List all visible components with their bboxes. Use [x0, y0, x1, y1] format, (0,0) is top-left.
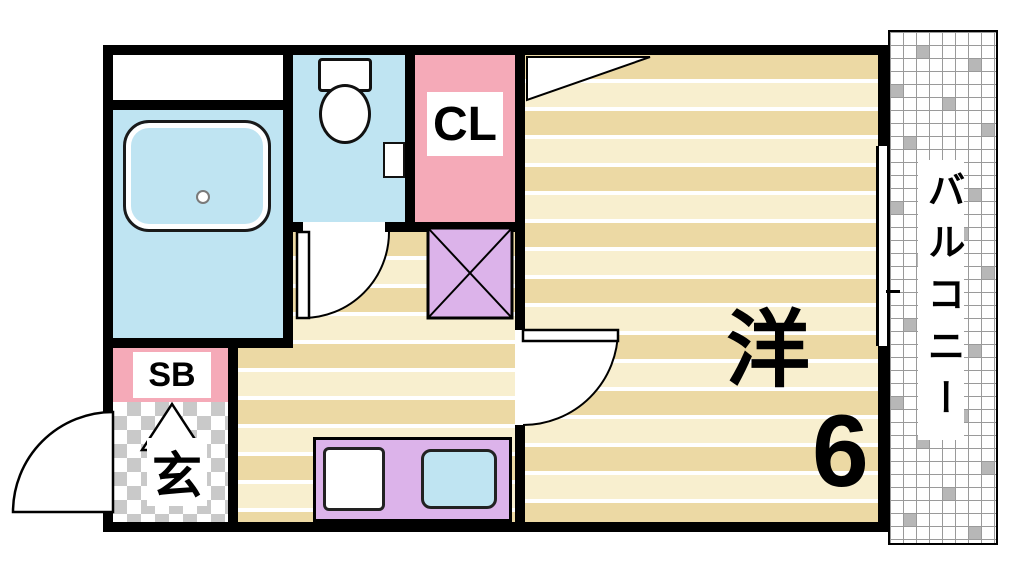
balcony-grid-cell: [904, 514, 916, 526]
wall-segment: [405, 55, 415, 232]
balcony-grid-cell: [904, 319, 916, 331]
wall-segment: [515, 425, 525, 522]
bathtub-icon: [123, 120, 271, 232]
balcony-grid-cell: [969, 527, 981, 539]
bathtub-drain-icon: [196, 190, 210, 204]
balcony-grid-cell: [891, 397, 903, 409]
wall-segment: [113, 100, 283, 110]
entrance-door-swing-icon: [11, 410, 115, 514]
balcony-grid-cell: [969, 345, 981, 357]
balcony-grid-cell: [982, 267, 994, 279]
utility-area: [113, 55, 283, 100]
shoe-box-label: SB: [133, 352, 211, 398]
toilet-shelf-icon: [383, 142, 405, 178]
wall-segment: [228, 348, 238, 522]
closet-label: CL: [427, 92, 503, 156]
wall-segment: [283, 55, 293, 348]
balcony-grid-cell: [943, 488, 955, 500]
room-name-label: 洋: [726, 303, 811, 397]
wall-segment: [113, 338, 293, 348]
balcony-grid-cell: [891, 85, 903, 97]
toilet-icon: [319, 84, 371, 144]
room-size-label: 6: [812, 394, 869, 508]
wall-segment: [385, 222, 525, 232]
stove-icon: [323, 447, 385, 511]
window-latch-icon: [886, 290, 900, 293]
balcony-grid-cell: [943, 98, 955, 110]
balcony-grid-cell: [969, 59, 981, 71]
wall-segment: [283, 222, 303, 232]
window-icon: [876, 146, 890, 346]
balcony-label: バルコニー: [918, 160, 964, 440]
balcony-grid-cell: [891, 202, 903, 214]
entrance-label: 玄: [147, 438, 207, 506]
balcony-grid-cell: [982, 462, 994, 474]
sink-icon: [421, 449, 497, 509]
balcony-grid-cell: [917, 46, 929, 58]
balcony-grid-cell: [904, 137, 916, 149]
balcony-grid-cell: [969, 189, 981, 201]
western-room-floor: [525, 55, 878, 522]
wall-segment: [515, 55, 525, 330]
balcony-grid-cell: [982, 124, 994, 136]
